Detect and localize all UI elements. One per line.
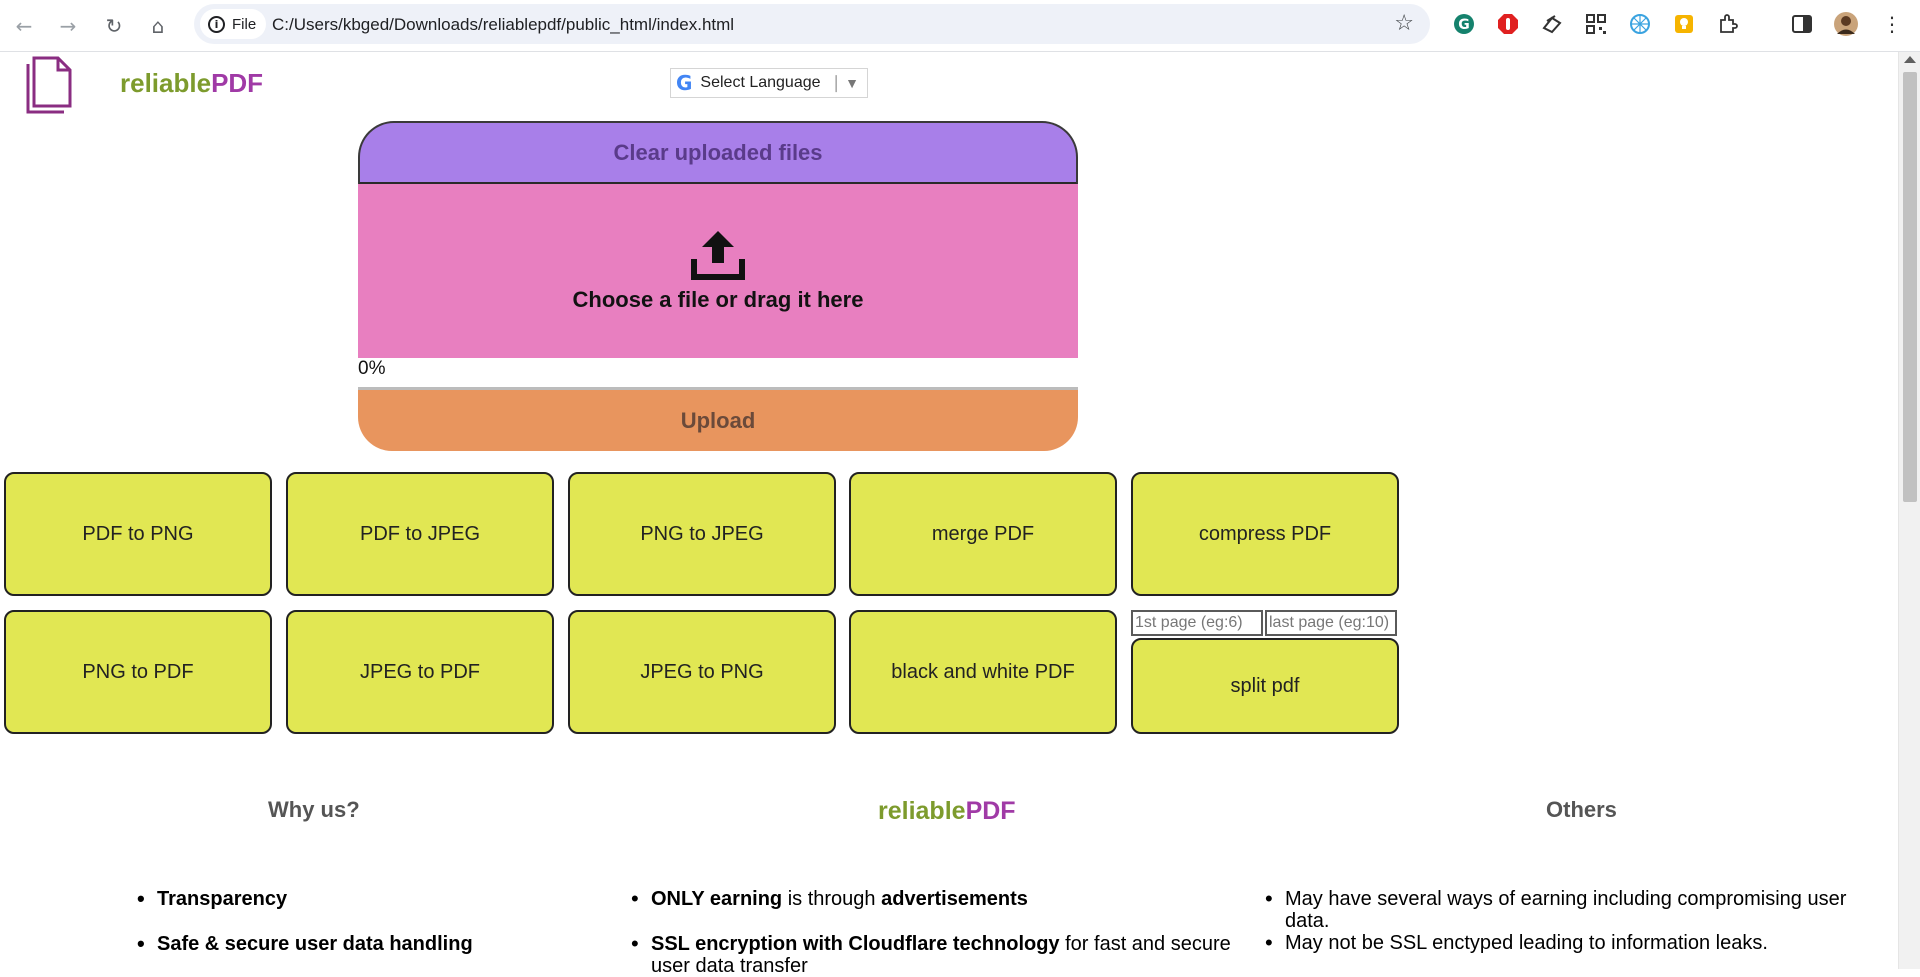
reload-icon[interactable]: ↻ <box>105 14 123 38</box>
scrollbar-thumb[interactable] <box>1903 72 1917 502</box>
list-item: SSL encryption with Cloudflare technolog… <box>631 933 1241 977</box>
pdf-to-png-button[interactable]: PDF to PNG <box>4 472 272 596</box>
png-to-pdf-button[interactable]: PNG to PDF <box>4 610 272 734</box>
upload-button[interactable]: Upload <box>358 387 1078 451</box>
clear-uploaded-files-button[interactable]: Clear uploaded files <box>358 121 1078 185</box>
why-us-list: Transparency Safe & secure user data han… <box>137 888 537 955</box>
side-panel-icon[interactable] <box>1788 10 1816 38</box>
brand-purple-text: PDF <box>211 68 264 98</box>
split-pdf-button[interactable]: split pdf <box>1131 638 1399 734</box>
brand-green-text: reliable <box>120 68 212 98</box>
others-heading: Others <box>1546 797 1617 822</box>
star-icon[interactable]: ☆ <box>1394 11 1414 36</box>
site-brand[interactable]: reliablePDF <box>120 68 263 99</box>
forward-icon[interactable]: → <box>59 14 77 38</box>
black-and-white-pdf-button[interactable]: black and white PDF <box>849 610 1117 734</box>
reliablepdf-list: ONLY earning is through advertisements S… <box>631 888 1241 977</box>
qr-extension-icon[interactable] <box>1582 10 1610 38</box>
info-icon: i <box>208 15 225 33</box>
dropzone-text: Choose a file or drag it here <box>572 287 864 312</box>
grammarly-extension-icon[interactable]: G <box>1450 10 1478 38</box>
site-info-label: File <box>232 15 257 33</box>
section-brand-green-text: reliable <box>878 797 966 825</box>
site-info-chip[interactable]: i File <box>200 9 267 39</box>
menu-icon[interactable]: ⋮ <box>1882 12 1902 36</box>
upload-progress-text: 0% <box>358 358 386 379</box>
tools-extension-icon[interactable] <box>1538 10 1566 38</box>
upload-icon <box>691 231 745 280</box>
avatar[interactable] <box>1832 10 1860 38</box>
list-item-bold: advertisements <box>881 888 1028 910</box>
jpeg-to-pdf-button[interactable]: JPEG to PDF <box>286 610 554 734</box>
section-brand-purple-text: PDF <box>965 797 1016 825</box>
list-item: Safe & secure user data handling <box>137 933 537 955</box>
merge-pdf-button[interactable]: merge PDF <box>849 472 1117 596</box>
adblock-extension-icon[interactable] <box>1494 10 1522 38</box>
compress-pdf-button[interactable]: compress PDF <box>1131 472 1399 596</box>
list-item-bold: ONLY earning <box>651 888 783 910</box>
home-icon[interactable]: ⌂ <box>151 14 165 38</box>
puzzle-extensions-icon[interactable] <box>1714 10 1742 38</box>
google-icon: G <box>676 71 693 95</box>
list-item: May have several ways of earning includi… <box>1265 888 1865 932</box>
list-item: Transparency <box>137 888 537 910</box>
list-item: ONLY earning is through advertisements <box>631 888 1241 910</box>
pdf-to-jpeg-button[interactable]: PDF to JPEG <box>286 472 554 596</box>
dropdown-arrow-icon: │ ▼ <box>832 75 860 91</box>
png-to-jpeg-button[interactable]: PNG to JPEG <box>568 472 836 596</box>
keep-extension-icon[interactable] <box>1670 10 1698 38</box>
why-us-heading: Why us? <box>268 797 360 822</box>
jpeg-to-png-button[interactable]: JPEG to PNG <box>568 610 836 734</box>
list-item: May not be SSL enctyped leading to infor… <box>1265 932 1865 954</box>
last-page-input[interactable] <box>1265 610 1397 636</box>
language-select-label: Select Language <box>700 74 821 91</box>
page-content: reliablePDF G Select Language │ ▼ Clear … <box>0 52 1898 977</box>
back-icon[interactable]: ← <box>15 14 33 38</box>
document-icon <box>26 56 72 114</box>
scroll-up-arrow-icon[interactable] <box>1904 56 1916 63</box>
network-extension-icon[interactable] <box>1626 10 1654 38</box>
browser-toolbar: ← → ↻ ⌂ i File C:/Users/kbged/Downloads/… <box>0 0 1920 52</box>
others-list: May have several ways of earning includi… <box>1265 888 1865 954</box>
first-page-input[interactable] <box>1131 610 1263 636</box>
list-item-text: is through <box>782 888 882 910</box>
section-brand: reliablePDF <box>878 797 1016 826</box>
svg-text:G: G <box>1458 17 1470 33</box>
url-text: C:/Users/kbged/Downloads/reliablepdf/pub… <box>272 15 735 34</box>
address-bar[interactable]: i File C:/Users/kbged/Downloads/reliable… <box>194 4 1430 44</box>
list-item-bold: SSL encryption with Cloudflare technolog… <box>651 933 1060 955</box>
scrollbar[interactable] <box>1898 52 1920 969</box>
file-dropzone[interactable]: Choose a file or drag it here <box>358 184 1078 358</box>
language-select[interactable]: G Select Language │ ▼ <box>670 68 868 98</box>
